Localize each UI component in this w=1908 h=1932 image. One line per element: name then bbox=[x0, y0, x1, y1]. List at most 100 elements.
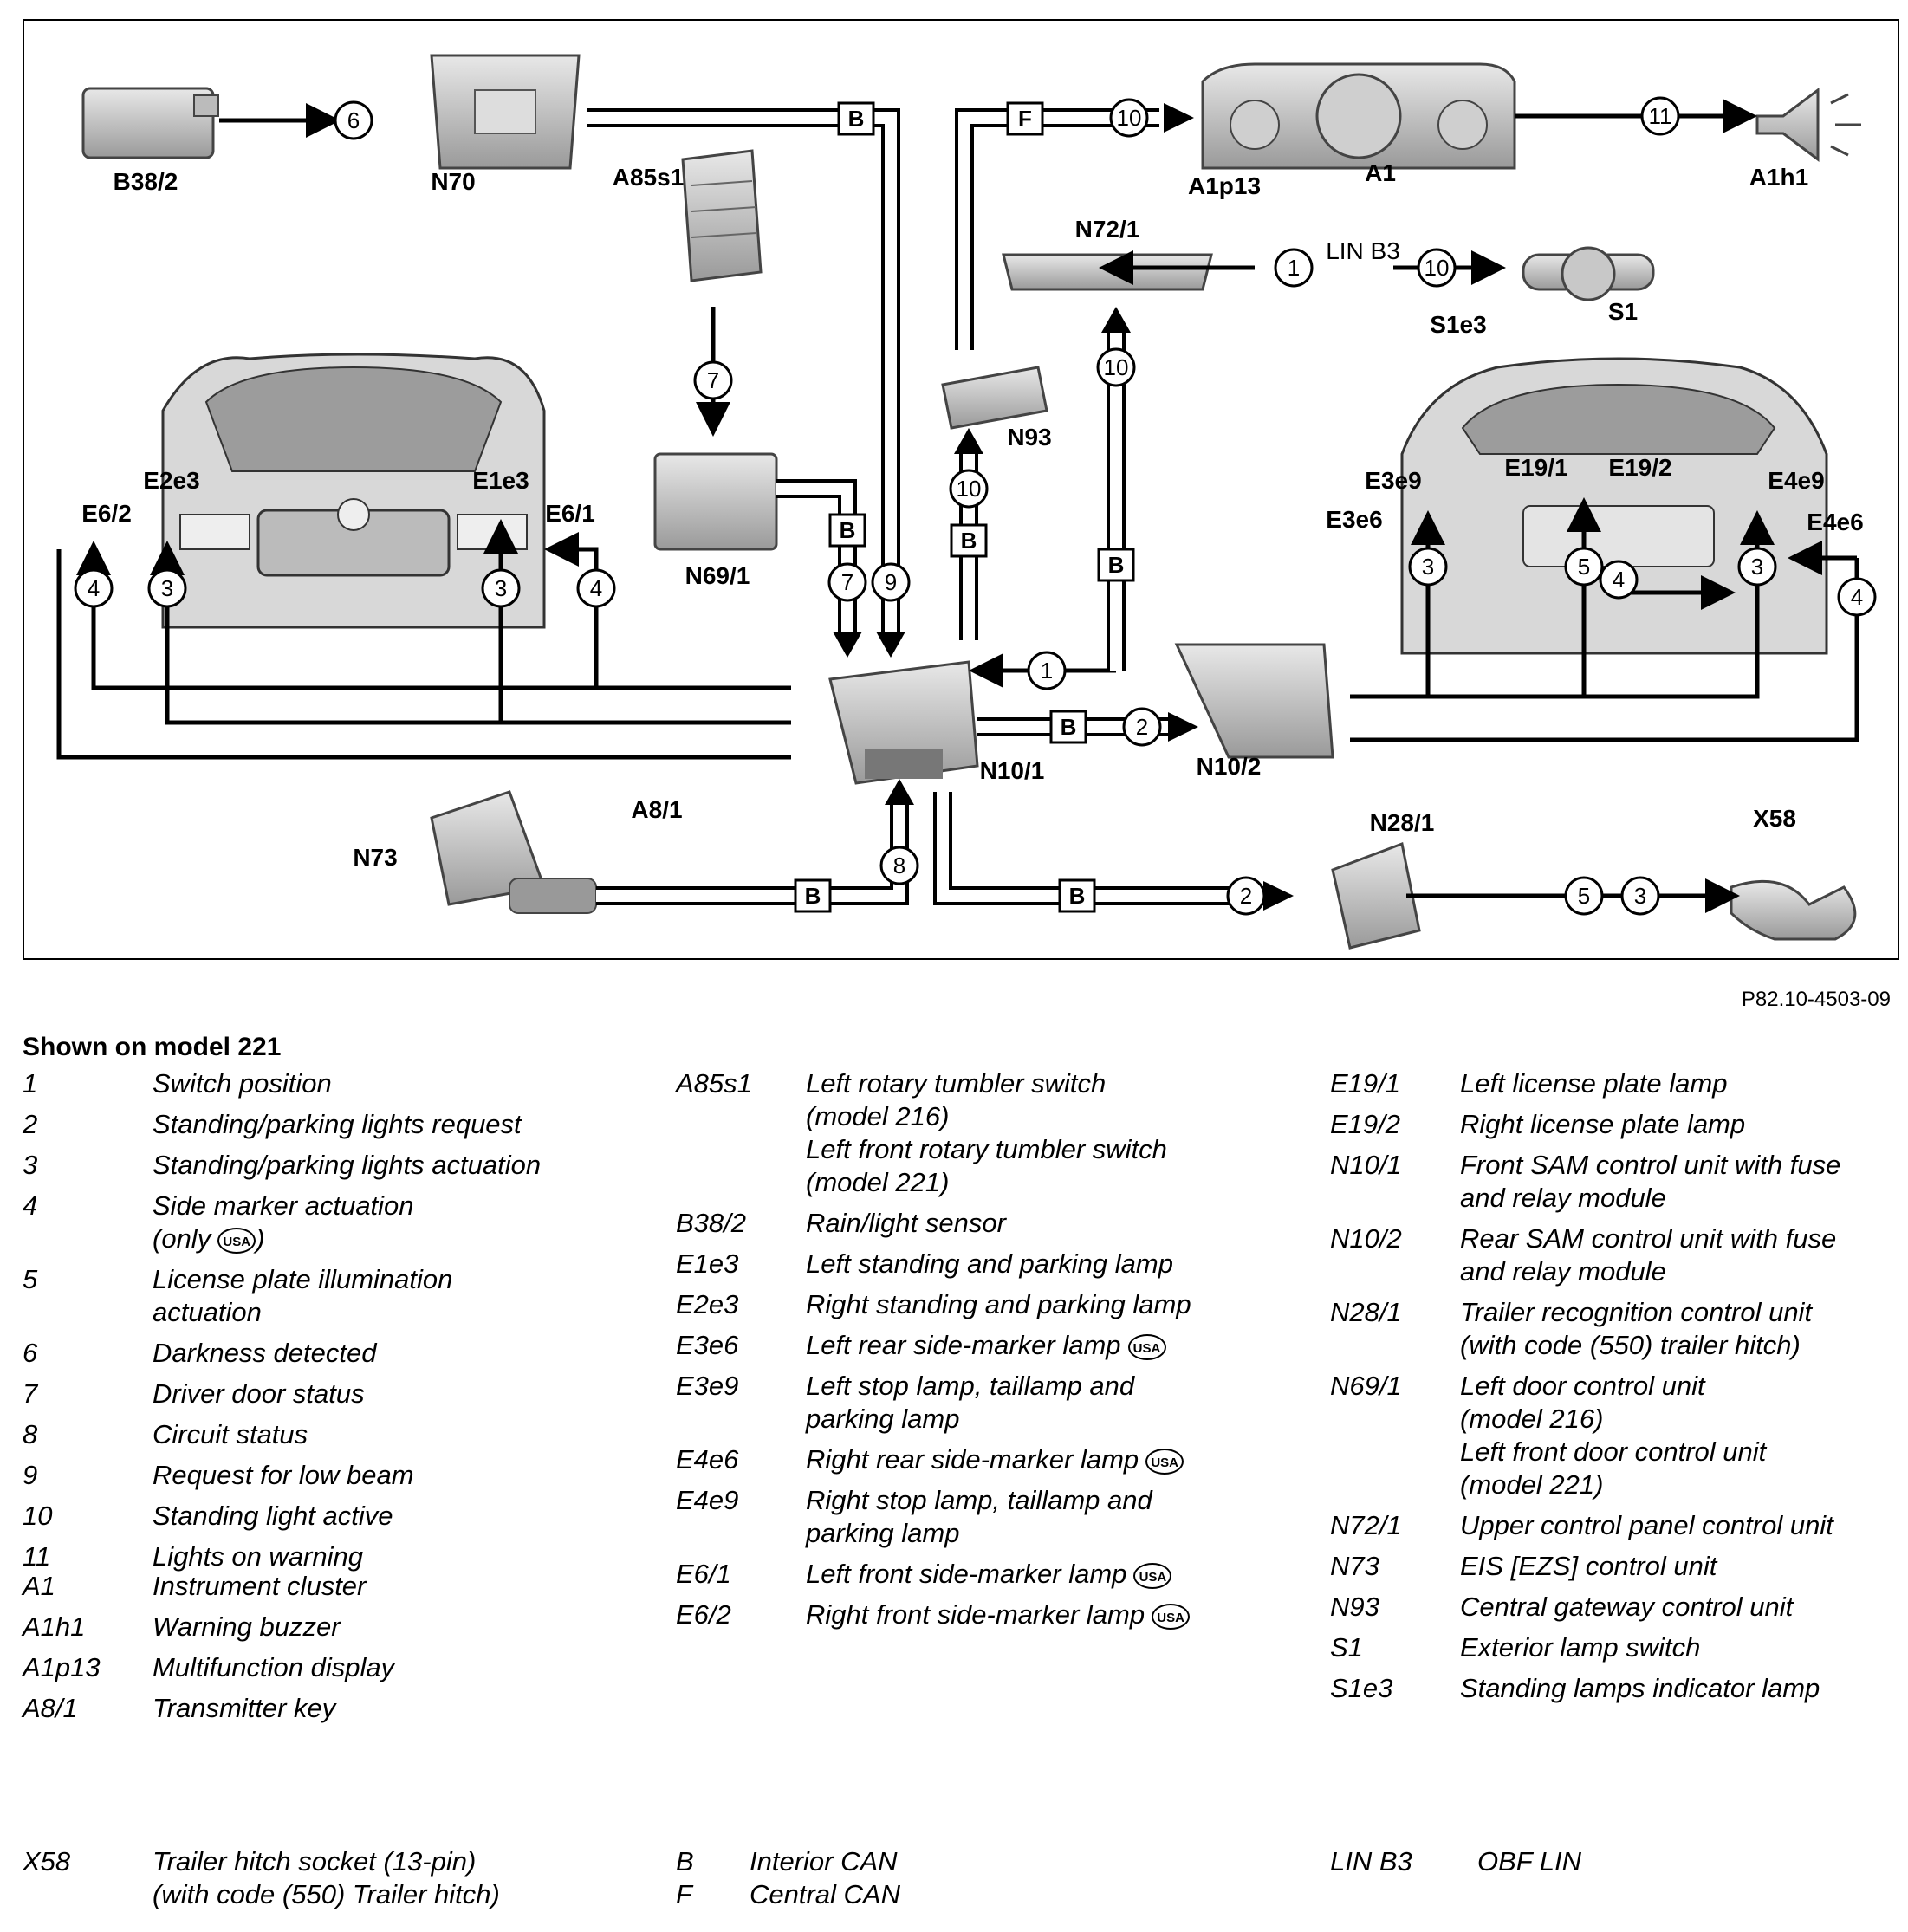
circle-3-trailer: 3 bbox=[1634, 883, 1646, 909]
legend-code: E19/2 bbox=[1330, 1109, 1401, 1139]
legend-code: 2 bbox=[23, 1109, 38, 1139]
front-sam-module-image bbox=[828, 660, 979, 785]
rear-sam-module-image bbox=[1174, 643, 1334, 759]
legend-desc: Right license plate lamp bbox=[1460, 1109, 1746, 1139]
circle-3-e4e9: 3 bbox=[1751, 554, 1763, 580]
legend-code: X58 bbox=[23, 1846, 71, 1877]
circle-4-e6-2: 4 bbox=[88, 575, 100, 601]
circle-10-lin: 10 bbox=[1425, 255, 1450, 281]
legend-desc: Central gateway control unit bbox=[1460, 1592, 1794, 1622]
legend-code: E3e9 bbox=[676, 1371, 739, 1401]
label-n70: N70 bbox=[431, 168, 475, 195]
bus-lines bbox=[587, 108, 1263, 905]
arrowhead-2-n28 bbox=[1263, 881, 1294, 911]
legend-desc: Rain/light sensor bbox=[806, 1208, 1006, 1238]
legend-bus: B Interior CAN F Central CAN bbox=[676, 1845, 900, 1911]
legend-code: S1e3 bbox=[1330, 1673, 1393, 1703]
bus-arrowheads bbox=[833, 103, 1294, 911]
circle-11: 11 bbox=[1649, 103, 1672, 129]
exterior-lamp-switch-image bbox=[1522, 246, 1655, 301]
bus-box-b-n28: B bbox=[1069, 883, 1086, 909]
circle-4-e3e6: 4 bbox=[1613, 567, 1625, 593]
circle-10-a1: 10 bbox=[1117, 105, 1142, 131]
label-e6-2: E6/2 bbox=[81, 500, 132, 527]
legend-desc: Driver door status bbox=[153, 1378, 365, 1409]
label-e2e3: E2e3 bbox=[143, 467, 199, 494]
rear-car-image bbox=[1400, 357, 1828, 655]
circle-8: 8 bbox=[893, 853, 905, 878]
legend-desc: EIS [EZS] control unit bbox=[1460, 1551, 1717, 1581]
circle-3-e2e3: 3 bbox=[161, 575, 173, 601]
label-lin-b3: LIN B3 bbox=[1326, 237, 1400, 264]
legend-code: N28/1 bbox=[1330, 1297, 1402, 1327]
circle-10-n93: 10 bbox=[957, 476, 982, 502]
label-e4e9: E4e9 bbox=[1768, 467, 1824, 494]
legend-code: 4 bbox=[23, 1190, 38, 1221]
legend-desc: Transmitter key bbox=[153, 1693, 336, 1723]
circle-4-e4e6: 4 bbox=[1851, 584, 1863, 610]
bus-box-f: F bbox=[1018, 106, 1032, 132]
legend-desc: Right standing and parking lamp bbox=[806, 1289, 1191, 1319]
legend-desc: Instrument cluster bbox=[153, 1571, 367, 1601]
legend-code: F bbox=[676, 1879, 692, 1909]
trailer-recognition-unit-image bbox=[1331, 841, 1421, 950]
legend-row: E19/2 Right license plate lamp bbox=[1330, 1108, 1902, 1141]
legend-code: B bbox=[676, 1846, 694, 1877]
bus-box-b-n10-2: B bbox=[1061, 714, 1077, 740]
label-e19-1: E19/1 bbox=[1504, 454, 1567, 481]
legend-row: N93 Central gateway control unit bbox=[1330, 1591, 1902, 1624]
label-e1e3: E1e3 bbox=[472, 467, 529, 494]
legend-desc: Front SAM control unit with fuse and rel… bbox=[1460, 1150, 1841, 1213]
legend-code: N93 bbox=[1330, 1592, 1379, 1622]
legend-code: 7 bbox=[23, 1378, 38, 1409]
legend-row: 7 Driver door status bbox=[23, 1378, 629, 1410]
legend-desc: Multifunction display bbox=[153, 1652, 395, 1682]
circle-3-e3e9: 3 bbox=[1422, 554, 1434, 580]
legend-code: E2e3 bbox=[676, 1289, 739, 1319]
usa-badge-icon: USA bbox=[1133, 1562, 1172, 1589]
rain-light-sensor-image bbox=[81, 87, 219, 159]
legend-code: N72/1 bbox=[1330, 1510, 1402, 1540]
legend-desc: Circuit status bbox=[153, 1419, 308, 1449]
label-e3e9: E3e9 bbox=[1365, 467, 1421, 494]
bus-boxes: B F B B B B B B bbox=[794, 101, 1135, 913]
label-e4e6: E4e6 bbox=[1807, 509, 1863, 535]
label-x58: X58 bbox=[1753, 805, 1796, 832]
line-4-e6-2 bbox=[56, 549, 791, 760]
legend-desc: Left door control unit (model 216) Left … bbox=[1460, 1371, 1767, 1500]
circle-3-e1e3: 3 bbox=[495, 575, 507, 601]
arrowhead-8 bbox=[885, 779, 914, 805]
rotary-switch-image bbox=[681, 149, 763, 282]
arrowhead-10-n72 bbox=[1101, 307, 1131, 333]
figure-reference: P82.10-4503-09 bbox=[1741, 988, 1891, 1011]
label-s1: S1 bbox=[1608, 298, 1638, 325]
legend-desc: Lights on warning bbox=[153, 1541, 363, 1572]
legend-desc: Right stop lamp, taillamp and parking la… bbox=[806, 1485, 1152, 1548]
arrowhead-10-n93 bbox=[954, 428, 983, 454]
legend-code: 5 bbox=[23, 1264, 38, 1294]
legend-code: A85s1 bbox=[676, 1068, 752, 1099]
door-control-unit-image bbox=[653, 452, 778, 551]
usa-badge-icon: USA bbox=[1127, 1333, 1166, 1360]
label-n72-1: N72/1 bbox=[1075, 216, 1140, 243]
label-e19-2: E19/2 bbox=[1608, 454, 1671, 481]
legend-code: E6/1 bbox=[676, 1559, 731, 1589]
signal-lines bbox=[56, 99, 1859, 913]
label-n69-1: N69/1 bbox=[685, 562, 750, 589]
